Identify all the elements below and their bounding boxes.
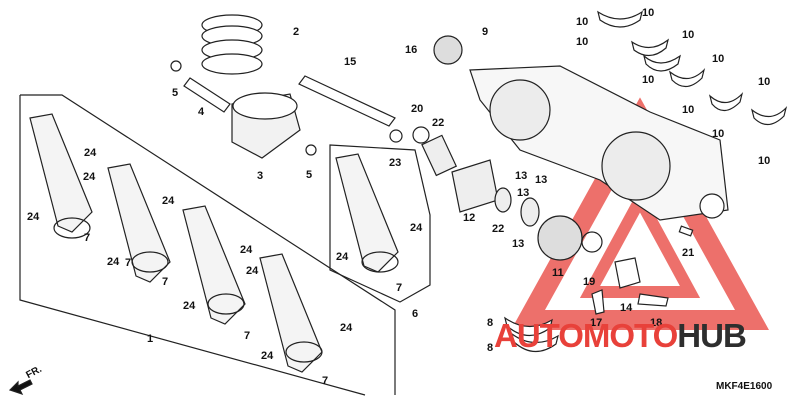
callout-22: 22 [432,117,445,129]
callout-8: 8 [487,317,494,329]
callout-10: 10 [642,74,655,86]
callout-5: 5 [306,169,313,181]
callout-15: 15 [344,56,357,68]
callout-18: 18 [650,317,663,329]
callout-1: 1 [147,333,154,345]
callout-7: 7 [396,282,403,294]
callout-13: 13 [515,170,528,182]
callout-3: 3 [257,170,264,182]
callout-24: 24 [240,244,253,256]
callout-10: 10 [682,104,695,116]
callout-24: 24 [340,322,353,334]
callout-24: 24 [410,222,423,234]
callout-5: 5 [172,87,179,99]
callout-14: 14 [620,302,633,314]
callout-13: 13 [535,174,548,186]
callout-13: 13 [512,238,525,250]
callout-11: 11 [552,267,564,279]
callout-10: 10 [576,36,589,48]
diagram-code: MKF4E1600 [716,381,773,392]
callout-12: 12 [463,212,476,224]
callout-22: 22 [492,223,505,235]
callout-10: 10 [758,76,771,88]
watermark-triangle [511,97,769,330]
parts-drawing [8,10,788,396]
callout-24: 24 [84,147,97,159]
callout-10: 10 [642,7,655,19]
callout-10: 10 [682,29,695,41]
watermark-part1: AUTOMOTO [494,317,678,354]
callout-19: 19 [583,276,596,288]
callout-21: 21 [682,247,695,259]
callout-2: 2 [293,26,300,38]
callout-16: 16 [405,44,418,56]
callout-23: 23 [389,157,402,169]
callout-9: 9 [482,26,489,38]
callout-24: 24 [261,350,274,362]
callout-7: 7 [322,375,329,387]
callout-24: 24 [107,256,120,268]
callout-7: 7 [162,276,169,288]
callout-24: 24 [336,251,349,263]
callout-8: 8 [487,342,494,354]
callout-24: 24 [246,265,259,277]
callout-4: 4 [198,106,205,118]
callout-10: 10 [712,128,725,140]
callout-13: 13 [517,187,530,199]
watermark-logo: AUTOMOTOHUB [494,317,747,354]
callout-20: 20 [411,103,424,115]
callout-10: 10 [712,53,725,65]
callout-10: 10 [576,16,589,28]
callout-17: 17 [590,317,603,329]
callout-10: 10 [758,155,771,167]
callout-7: 7 [84,232,91,244]
callout-24: 24 [162,195,175,207]
callout-24: 24 [83,171,96,183]
callout-6: 6 [412,308,419,320]
callout-7: 7 [244,330,251,342]
callout-24: 24 [183,300,196,312]
watermark-part2: HUB [677,317,746,354]
callout-7: 7 [125,257,132,269]
callout-24: 24 [27,211,40,223]
